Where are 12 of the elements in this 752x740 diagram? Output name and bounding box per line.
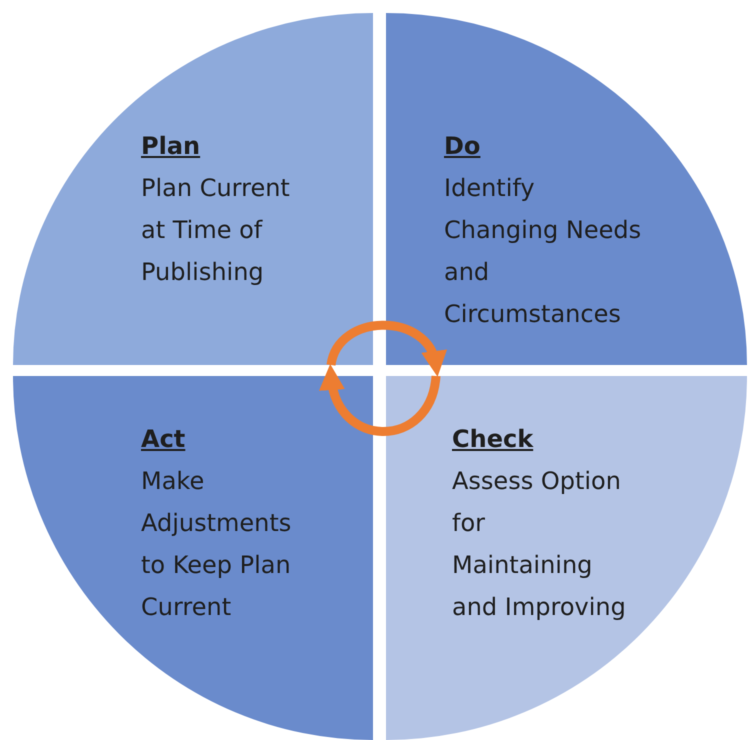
quadrant-heading: Plan	[141, 131, 200, 162]
curved-arrow	[320, 364, 440, 436]
quadrant-description: Identify Changing Needs and Circumstances	[444, 173, 642, 330]
quadrant-heading: Do	[444, 131, 480, 162]
quadrant-description: Make Adjustments to Keep Plan Current	[141, 466, 292, 623]
quadrant-description: Assess Option for Maintaining and Improving	[452, 466, 627, 623]
curved-arrow	[326, 320, 445, 377]
quadrant-heading: Check	[452, 424, 534, 455]
quadrant-segment	[13, 376, 373, 740]
quadrant-heading: Act	[141, 424, 186, 455]
quadrant-segment	[386, 376, 747, 740]
quadrant-description: Plan Current at Time of Publishing	[141, 173, 291, 288]
